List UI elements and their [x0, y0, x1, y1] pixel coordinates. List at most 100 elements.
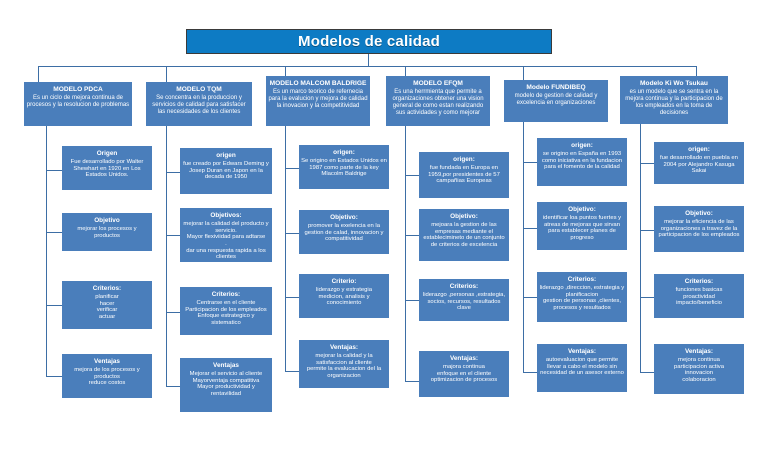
branch-root-heading: MODELO EFQM [413, 80, 463, 87]
branch-root-body: Es un marco teorico de refernecia para l… [268, 89, 368, 109]
connector-spine-efqm [405, 126, 406, 381]
connector-stub-kiwo-3 [640, 297, 654, 298]
node-body: fue desarrollado en puebla en 2004 por A… [660, 155, 738, 175]
node-body: planificar hacer verificar actuar [95, 294, 119, 320]
node-kiwo-criterios[interactable]: Criterios: funciones basicas proactivida… [654, 274, 744, 318]
node-pdca-origen[interactable]: Origen Fue desarrollado por Walter Shewh… [62, 146, 152, 190]
node-pdca-objetivo[interactable]: Objetivo mejorar los procesos y producto… [62, 213, 152, 251]
node-malcom-criterio[interactable]: Criterio: liderazgo y estrategia medicio… [299, 274, 389, 318]
connector-stub-tqm-1 [166, 172, 180, 173]
node-pdca-ventajas[interactable]: Ventajas mejora de los procesos y produc… [62, 354, 152, 398]
node-heading: Ventajas: [329, 344, 359, 351]
connector-stub-malcom-1 [285, 168, 299, 169]
connector-stub-malcom-2 [285, 233, 299, 234]
connector-stub-kiwo-1 [640, 163, 654, 164]
connector-down-fundibeq [523, 66, 524, 80]
connector-stub-malcom-3 [285, 297, 299, 298]
node-heading: Criterios: [567, 276, 597, 283]
node-heading: Objetivo [94, 217, 120, 224]
node-efqm-criterios[interactable]: Criterios: liderazgo ,personas ,estrateg… [419, 279, 509, 321]
connector-stub-tqm-3 [166, 312, 180, 313]
node-body: se origino en España en 1993 como inicia… [541, 151, 623, 171]
connector-stub-malcom-4 [285, 371, 299, 372]
node-kiwo-ventajas[interactable]: Ventajas: mejora continua participacion … [654, 344, 744, 394]
node-tqm-criterios[interactable]: Criterios: Centrarse en el cliente Parti… [180, 287, 272, 335]
connector-stub-pdca-1 [46, 170, 62, 171]
node-tqm-origen[interactable]: origen fue creado por Edwars Deming y Jo… [180, 148, 272, 194]
node-fundibeq-criterios[interactable]: Criterios: liderazgo ,direccion, estrate… [537, 272, 627, 322]
connector-stub-pdca-2 [46, 232, 62, 233]
node-body: mejoara la gestion de las empresas media… [423, 222, 505, 248]
connector-stub-tqm-4 [166, 386, 180, 387]
connector-stub-efqm-4 [405, 381, 419, 382]
connector-spine-malcom [285, 126, 286, 371]
node-heading: Ventajas [94, 358, 120, 365]
node-fundibeq-origen[interactable]: origen: se origino en España en 1993 com… [537, 138, 627, 186]
node-body: liderazgo y estrategia medicion, analisi… [316, 287, 372, 307]
connector-stub-tqm-2 [166, 235, 180, 236]
node-malcom-origen[interactable]: origen: Se origino en Estados Unidos en … [299, 145, 389, 189]
node-malcom-ventajas[interactable]: Ventajas: mejorar la calidad y la satisf… [299, 340, 389, 388]
node-heading: Ventajas: [449, 355, 479, 362]
node-body: mejora continua participacion activa inn… [673, 357, 725, 383]
branch-root-fundibeq[interactable]: Modelo FUNDIBEQ modelo de gestion de cal… [504, 80, 608, 122]
connector-down-tqm [166, 66, 167, 82]
node-body: Se origino en Estados Unidos en 1987 com… [301, 158, 387, 178]
connector-down-pdca [38, 66, 39, 82]
node-heading: Objetivos: [210, 212, 242, 219]
connector-stub-fundibeq-1 [523, 162, 537, 163]
node-heading: Criterios: [449, 283, 479, 290]
branch-root-heading: Modelo Ki Wo Tsukau [640, 80, 708, 87]
branch-root-heading: MODELO PDCA [53, 86, 103, 93]
branch-root-body: Es un ciclo de mejora continua de proces… [26, 95, 130, 109]
node-body: funciones basicas proactividad impacto/b… [675, 287, 723, 307]
node-efqm-ventajas[interactable]: Ventajas: majora continua enfoque en el … [419, 351, 509, 397]
connector-spine-kiwo [640, 124, 641, 372]
node-body: majora continua enfoque en el cliente op… [430, 364, 498, 384]
branch-root-pdca[interactable]: MODELO PDCA Es un ciclo de mejora contin… [24, 82, 132, 126]
node-fundibeq-ventajas[interactable]: Ventajas: autoevaluacion que permite lle… [537, 344, 627, 392]
branch-root-heading: Modelo FUNDIBEQ [526, 84, 586, 91]
branch-root-body: es un modelo que se sentra en la mejora … [625, 89, 723, 116]
connector-stub-efqm-3 [405, 300, 419, 301]
node-body: identificar loa puntos fuertes y atreas … [542, 215, 622, 241]
node-heading: origen: [333, 149, 355, 156]
connector-stub-kiwo-4 [640, 372, 654, 373]
node-tqm-ventajas[interactable]: Ventajas Mejorar el servicio al cliente … [180, 358, 272, 412]
node-heading: origen: [688, 146, 710, 153]
branch-root-tqm[interactable]: MODELO TQM Se concentra en la produccion… [146, 82, 252, 126]
node-kiwo-objetivo[interactable]: Objetivo: mejorar la eficiencia de las o… [654, 206, 744, 252]
node-heading: Criterios: [92, 285, 122, 292]
node-efqm-origen[interactable]: origen: fue fundada en Europa en 1959,po… [419, 152, 509, 198]
node-pdca-criterios[interactable]: Criterios: planificar hacer verificar ac… [62, 281, 152, 329]
branch-root-efqm[interactable]: MODELO EFQM Es una herrmienta que permit… [386, 76, 490, 126]
node-body: Fue desarrollado por Walter Shewhart en … [70, 159, 144, 179]
node-efqm-objetivo[interactable]: Objetivo: mejoara la gestion de las empr… [419, 209, 509, 261]
connector-stub-efqm-2 [405, 235, 419, 236]
node-heading: Objetivo: [685, 210, 713, 217]
node-body: Centrarse en el cliente Participacion de… [185, 300, 267, 326]
node-kiwo-origen[interactable]: origen: fue desarrollado en puebla en 20… [654, 142, 744, 184]
node-heading: Criterios: [684, 278, 714, 285]
node-body: mejorar la eficiencia de las organizacio… [658, 219, 740, 239]
node-heading: Objetivo: [568, 206, 596, 213]
node-fundibeq-objetivo[interactable]: Objetivo: identificar loa puntos fuertes… [537, 202, 627, 250]
connector-top-bus [38, 66, 696, 67]
node-body: promover la exelencia en la gestion de c… [304, 223, 384, 243]
node-malcom-objetivo[interactable]: Objetivo: promover la exelencia en la ge… [299, 210, 389, 254]
node-body: liderazgo ,direccion, estrategia y plani… [539, 285, 625, 311]
node-heading: origen: [453, 156, 475, 163]
connector-stub-efqm-1 [405, 175, 419, 176]
connector-stub-fundibeq-2 [523, 228, 537, 229]
node-body: liderazgo ,personas ,estrategia, socios,… [422, 292, 506, 312]
connector-down-efqm [405, 66, 406, 76]
connector-stub-fundibeq-4 [523, 372, 537, 373]
connector-spine-fundibeq [523, 122, 524, 372]
node-tqm-objetivos[interactable]: Objetivos: mejorar la calidad del produc… [180, 208, 272, 262]
node-body: fue creado por Edwars Deming y Josep Dur… [183, 161, 269, 181]
node-heading: Ventajas: [684, 348, 714, 355]
branch-root-ki-wo-tsukau[interactable]: Modelo Ki Wo Tsukau es un modelo que se … [620, 76, 728, 124]
branch-root-malcom-baldrige[interactable]: MODELO MALCOM BALDRIGE Es un marco teori… [266, 76, 370, 126]
connector-spine-tqm [166, 126, 167, 386]
